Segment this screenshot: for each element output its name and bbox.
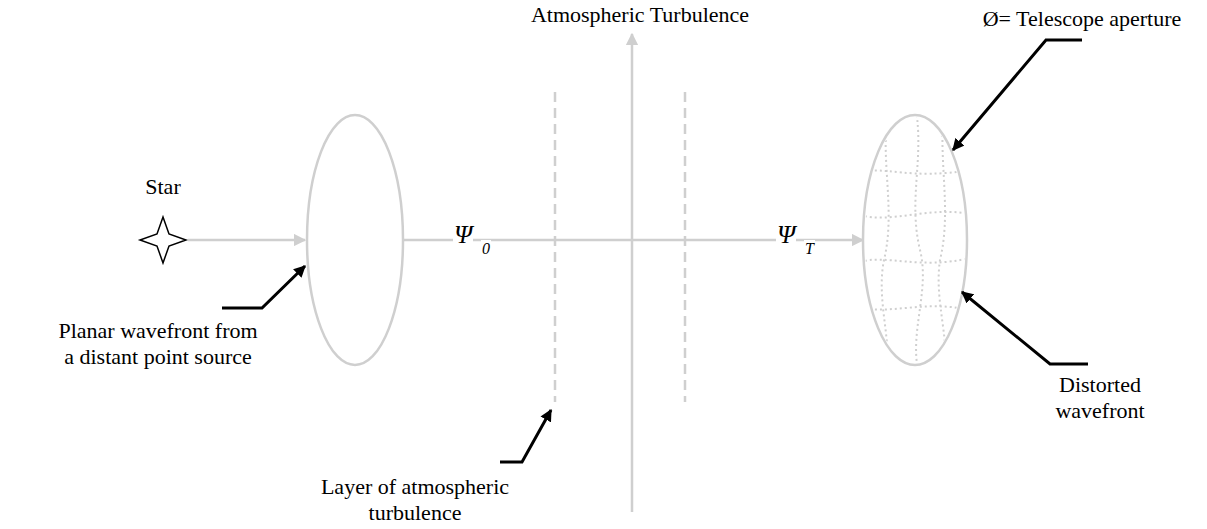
annotation-label: Layer of atmospheric turbulence bbox=[310, 474, 520, 526]
turbulence-arrow bbox=[631, 34, 634, 512]
annotation-label: Distorted wavefront bbox=[1035, 372, 1165, 424]
planar-wavefront bbox=[307, 115, 403, 365]
leader-line bbox=[222, 266, 305, 308]
wavefront-subscript: 0 bbox=[481, 240, 491, 258]
wavefront-subscript: T bbox=[804, 240, 815, 258]
source-label: Star bbox=[145, 174, 180, 200]
leader-line bbox=[962, 292, 1088, 364]
annotation-label: Planar wavefront from a distant point so… bbox=[53, 318, 263, 370]
wavefront-symbol: Ψ bbox=[776, 222, 796, 248]
leader-line bbox=[953, 40, 1082, 150]
wavefront-symbol: Ψ bbox=[453, 222, 473, 248]
leader-line bbox=[500, 410, 551, 462]
turbulence-layer-boundary bbox=[684, 92, 687, 402]
turbulence-layer-boundary bbox=[554, 92, 557, 402]
star-symbol bbox=[140, 217, 186, 263]
light-ray bbox=[188, 239, 305, 242]
distorted-wavefront bbox=[863, 115, 967, 365]
aperture-label: Ø= Telescope aperture bbox=[983, 6, 1182, 32]
figure-title: Atmospheric Turbulence bbox=[531, 2, 749, 28]
